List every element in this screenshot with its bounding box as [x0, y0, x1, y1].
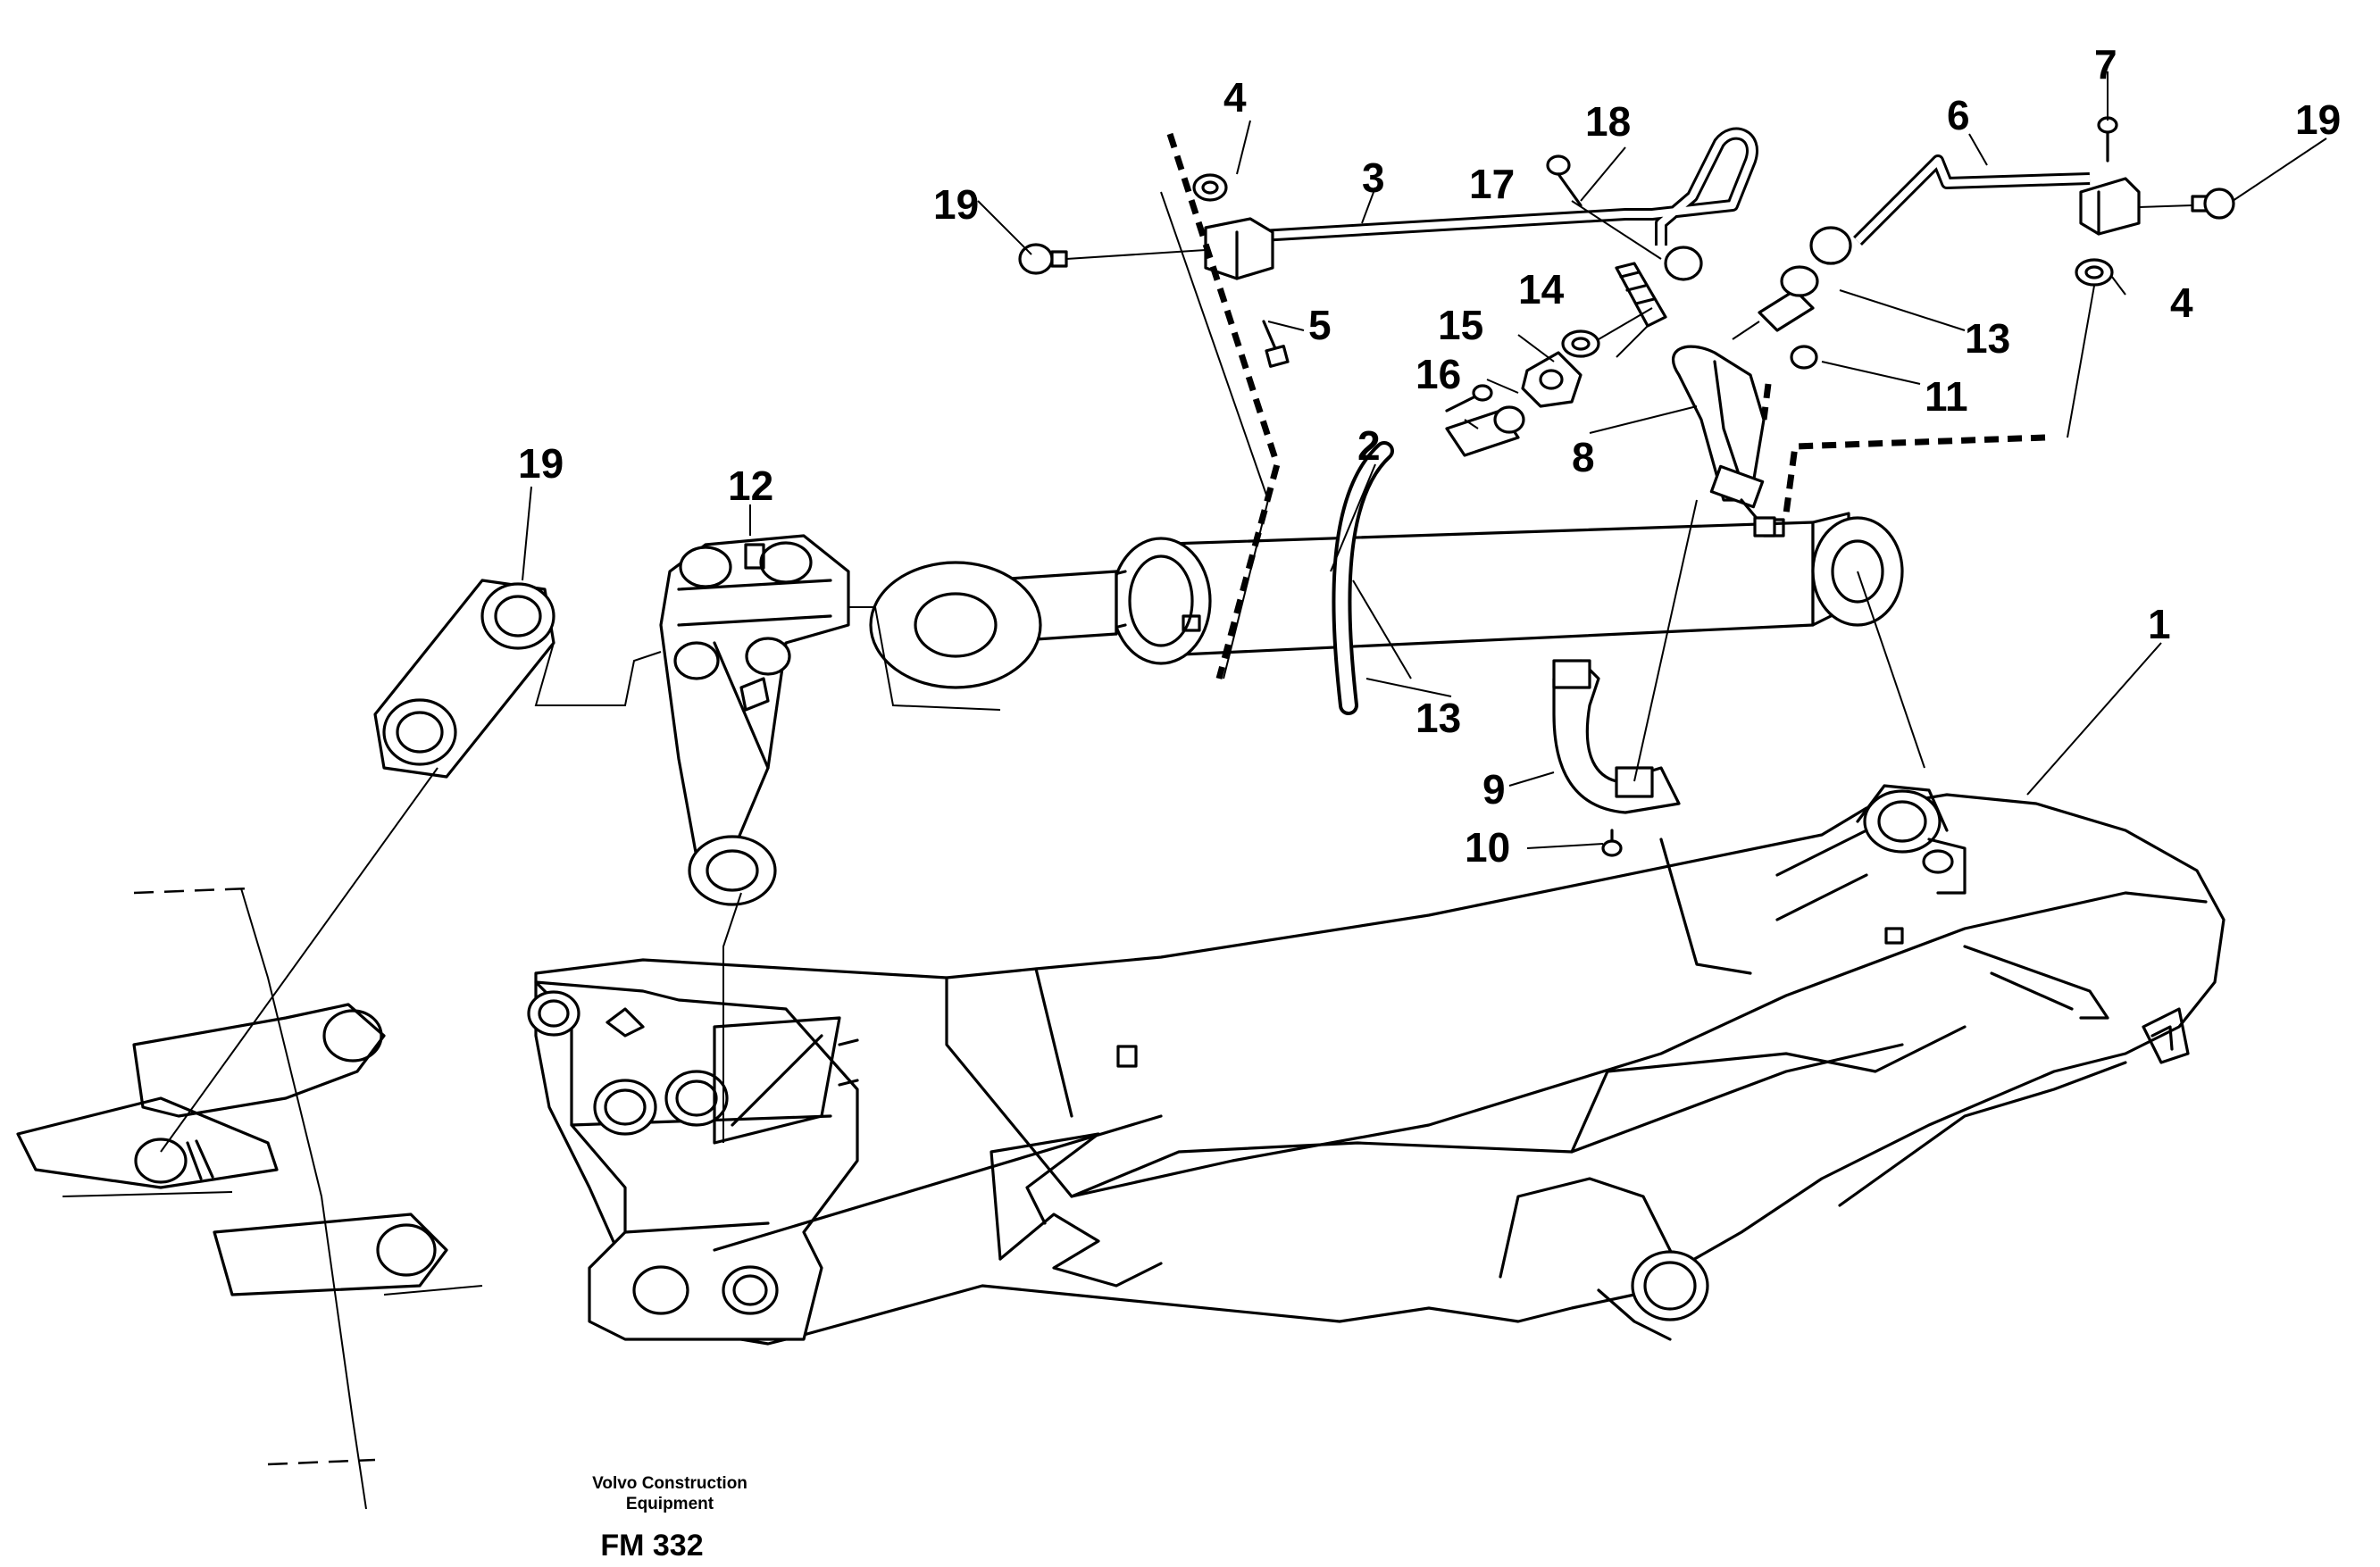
- caption-block: Volvo Construction Equipment FM 332: [592, 1474, 747, 1563]
- hydraulic-cylinder: [869, 512, 1925, 769]
- pipe-3: [1018, 127, 1758, 679]
- callout-12: 12: [728, 463, 773, 509]
- callout-3: 3: [1362, 154, 1385, 201]
- callout-10: 10: [1465, 824, 1510, 871]
- callout-4-right: 4: [2170, 279, 2193, 326]
- callout-18: 18: [1585, 98, 1631, 145]
- callout-14: 14: [1518, 266, 1565, 313]
- callout-11: 11: [1925, 373, 1968, 420]
- callout-17: 17: [1469, 161, 1515, 207]
- pin-plate-19: [160, 579, 662, 1153]
- fittings-group: [1445, 154, 1819, 857]
- callout-19-top-left: 19: [933, 181, 979, 228]
- callout-13-lower: 13: [1415, 695, 1461, 741]
- caption-company-line2: Equipment: [626, 1495, 714, 1513]
- callout-15: 15: [1438, 302, 1483, 348]
- hydraulic-hose: [1332, 405, 1525, 715]
- callout-2: 2: [1357, 422, 1381, 469]
- callout-4-top: 4: [1223, 74, 1247, 121]
- callout-13-right: 13: [1965, 315, 2010, 362]
- callout-5: 5: [1308, 302, 1332, 348]
- callout-19-top-right: 19: [2295, 96, 2341, 143]
- leader-lines: [522, 71, 2327, 849]
- callout-6: 6: [1947, 92, 1970, 138]
- callout-labels: 1 2 3 4 4 5 6 7 8 9 10 11 12 13 13 14 15…: [518, 41, 2341, 871]
- callout-19-left: 19: [518, 440, 564, 487]
- callout-7: 7: [2094, 41, 2117, 88]
- pipe-6: [1783, 116, 2235, 514]
- caption-code: FM 332: [600, 1529, 703, 1563]
- boom-arm: [527, 784, 2226, 1346]
- callout-9: 9: [1482, 766, 1506, 813]
- callout-1: 1: [2148, 601, 2171, 647]
- caption-company-line1: Volvo Construction: [592, 1474, 747, 1493]
- callout-8: 8: [1572, 434, 1595, 480]
- mounting-brackets: [16, 887, 483, 1510]
- callout-16: 16: [1415, 351, 1461, 397]
- link-bracket-12: [659, 534, 1001, 1143]
